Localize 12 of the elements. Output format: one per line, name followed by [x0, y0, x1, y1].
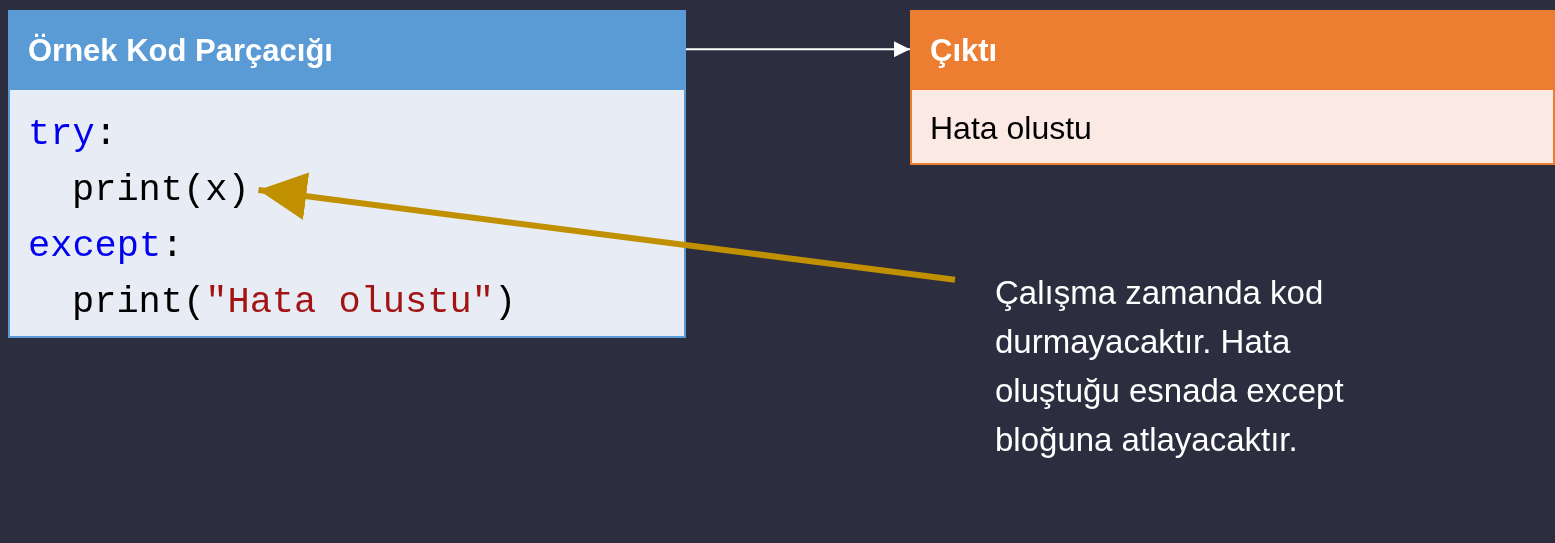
output-text: Hata olustu — [930, 109, 1092, 148]
code-line: except: — [28, 224, 184, 268]
output-box — [910, 10, 1555, 165]
box-header: Çıktı — [912, 12, 1553, 90]
note-text: Çalışma zamanda kod durmayacaktır. Hata oluştuğu esnada except bloğuna atlayacaktır. — [995, 268, 1395, 464]
code-line: print(x) — [72, 168, 250, 212]
code-line: try: — [28, 112, 117, 156]
box-header: Örnek Kod Parçacığı — [10, 12, 684, 90]
leader-line — [258, 172, 956, 283]
code-line: print("Hata olustu") — [72, 280, 517, 324]
code-box — [8, 10, 686, 338]
arrow — [685, 41, 911, 58]
